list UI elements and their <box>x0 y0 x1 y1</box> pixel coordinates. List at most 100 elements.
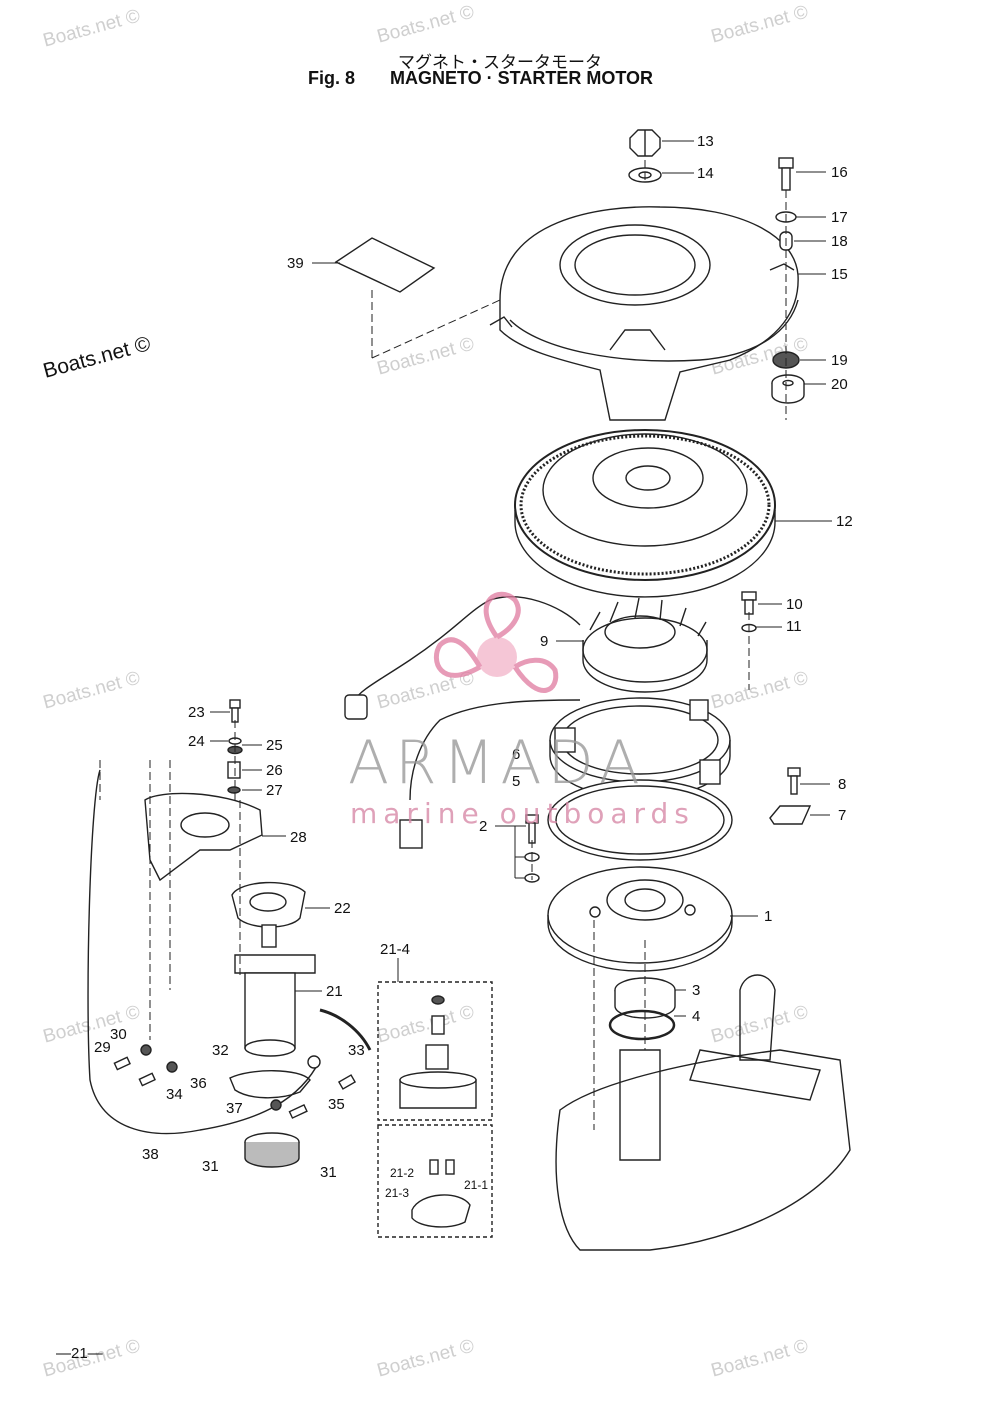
page-number: —21— <box>56 1345 103 1362</box>
label-plate <box>334 237 436 293</box>
bolt <box>288 1103 308 1119</box>
callout-4: 4 <box>692 1008 700 1025</box>
starter-cable <box>319 1008 372 1051</box>
callout-12: 12 <box>836 513 853 530</box>
callout-6: 6 <box>512 746 520 763</box>
callout-21-4: 21-4 <box>380 941 410 958</box>
callout-28: 28 <box>290 829 307 846</box>
callout-9: 9 <box>540 633 548 650</box>
bolt-shank <box>790 775 798 795</box>
callout-11: 11 <box>786 618 802 635</box>
bolt <box>138 1072 156 1087</box>
callout-21-1: 21-1 <box>464 1178 488 1192</box>
callout-37: 37 <box>226 1100 243 1117</box>
callout-33: 33 <box>348 1042 365 1059</box>
ground-cable <box>87 769 321 1135</box>
end-bracket <box>229 1070 311 1099</box>
pulser-base-ring-inner <box>555 785 725 855</box>
page-title: MAGNETO · STARTER MOTOR <box>390 68 653 88</box>
callout-2: 2 <box>479 818 487 835</box>
propeller-logo-icon <box>433 591 559 693</box>
o-ring <box>608 1009 676 1041</box>
wire-harness <box>354 596 581 701</box>
callout-17: 17 <box>831 209 848 226</box>
callout-1: 1 <box>764 908 772 925</box>
callout-30: 30 <box>110 1026 127 1043</box>
callout-leaders <box>210 140 832 1017</box>
connector <box>399 819 423 849</box>
callout-21: 21 <box>326 983 343 1000</box>
wire-harness <box>409 699 581 801</box>
callout-23: 23 <box>188 704 205 721</box>
connector <box>344 694 368 720</box>
stator-base <box>547 866 733 972</box>
callout-29: 29 <box>94 1039 111 1056</box>
brand-tagline: marine outboards <box>350 797 695 830</box>
washer <box>270 1099 282 1111</box>
bolt <box>778 157 794 191</box>
bolt <box>337 1074 357 1090</box>
callout-8: 8 <box>838 776 846 793</box>
callout-5: 5 <box>512 773 520 790</box>
gasket <box>231 881 306 928</box>
collar <box>227 761 241 779</box>
callout-20: 20 <box>831 376 848 393</box>
callout-26: 26 <box>266 762 283 779</box>
nut <box>140 1044 152 1056</box>
brush-holder <box>411 1159 471 1228</box>
callout-38: 38 <box>142 1146 159 1163</box>
callout-18: 18 <box>831 233 848 250</box>
callout-39: 39 <box>287 255 304 272</box>
flywheel-nut <box>629 129 661 157</box>
bolt <box>741 591 757 601</box>
detail-box-pinion <box>377 981 493 1121</box>
callout-36: 36 <box>190 1075 207 1092</box>
stator-coil <box>582 597 708 693</box>
callout-21-2: 21-2 <box>390 1166 414 1180</box>
callout-16: 16 <box>831 164 848 181</box>
callout-13: 13 <box>697 133 714 150</box>
callout-27: 27 <box>266 782 283 799</box>
pulser-coil <box>549 697 731 799</box>
brand-logo-text: ARMADA <box>348 728 646 798</box>
clamp-plate <box>769 805 812 825</box>
bolt <box>229 699 241 709</box>
grommet <box>227 786 241 794</box>
callout-32: 32 <box>212 1042 229 1059</box>
callout-31-left: 31 <box>202 1158 219 1175</box>
callout-31-right: 31 <box>320 1164 337 1181</box>
starter-bracket <box>144 792 263 882</box>
callout-34: 34 <box>166 1086 183 1103</box>
bolt <box>113 1056 131 1071</box>
pulser-base-ring <box>547 779 733 861</box>
callout-19: 19 <box>831 352 848 369</box>
callout-14: 14 <box>697 165 714 182</box>
callout-labels: 13 14 16 17 18 15 39 19 20 12 10 11 9 6 … <box>94 133 853 1200</box>
starter-band <box>244 1132 300 1168</box>
callout-22: 22 <box>334 900 351 917</box>
powerhead-block <box>555 974 851 1251</box>
callout-15: 15 <box>831 266 848 283</box>
damper <box>771 374 805 404</box>
callout-3: 3 <box>692 982 700 999</box>
bolt-shank <box>231 707 239 723</box>
assembly-centerlines <box>99 160 787 1130</box>
flywheel-cover <box>489 206 799 421</box>
callout-24: 24 <box>188 733 205 750</box>
detail-box-brush <box>377 1124 493 1238</box>
figure-number: Fig. 8 <box>308 68 356 88</box>
callout-35: 35 <box>328 1096 345 1113</box>
callout-7: 7 <box>838 807 846 824</box>
callout-21-3: 21-3 <box>385 1186 409 1200</box>
callout-10: 10 <box>786 596 803 613</box>
starter-motor <box>234 924 316 1057</box>
terminal-nut <box>307 1055 321 1069</box>
bolt <box>787 767 801 777</box>
pinion-assy <box>399 995 477 1109</box>
washer <box>166 1061 178 1073</box>
title-japanese: マグネト・スタータモータ <box>398 53 602 73</box>
bolt-shank <box>744 599 754 615</box>
callout-25: 25 <box>266 737 283 754</box>
